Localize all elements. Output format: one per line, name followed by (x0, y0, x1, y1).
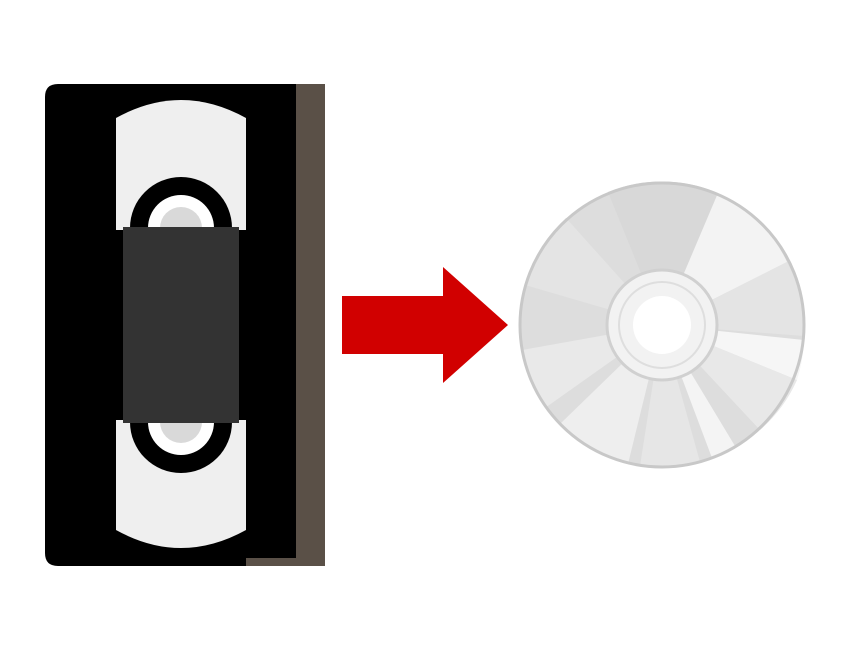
disc-center-hole (633, 296, 691, 354)
cassette-label (123, 227, 239, 423)
bottom-reel-icon (130, 422, 232, 473)
vhs-cassette-icon (45, 84, 325, 566)
top-reel-icon (130, 177, 232, 228)
arrow-right-icon (342, 267, 508, 383)
compact-disc-icon (518, 181, 806, 469)
disc-rim (518, 181, 806, 469)
